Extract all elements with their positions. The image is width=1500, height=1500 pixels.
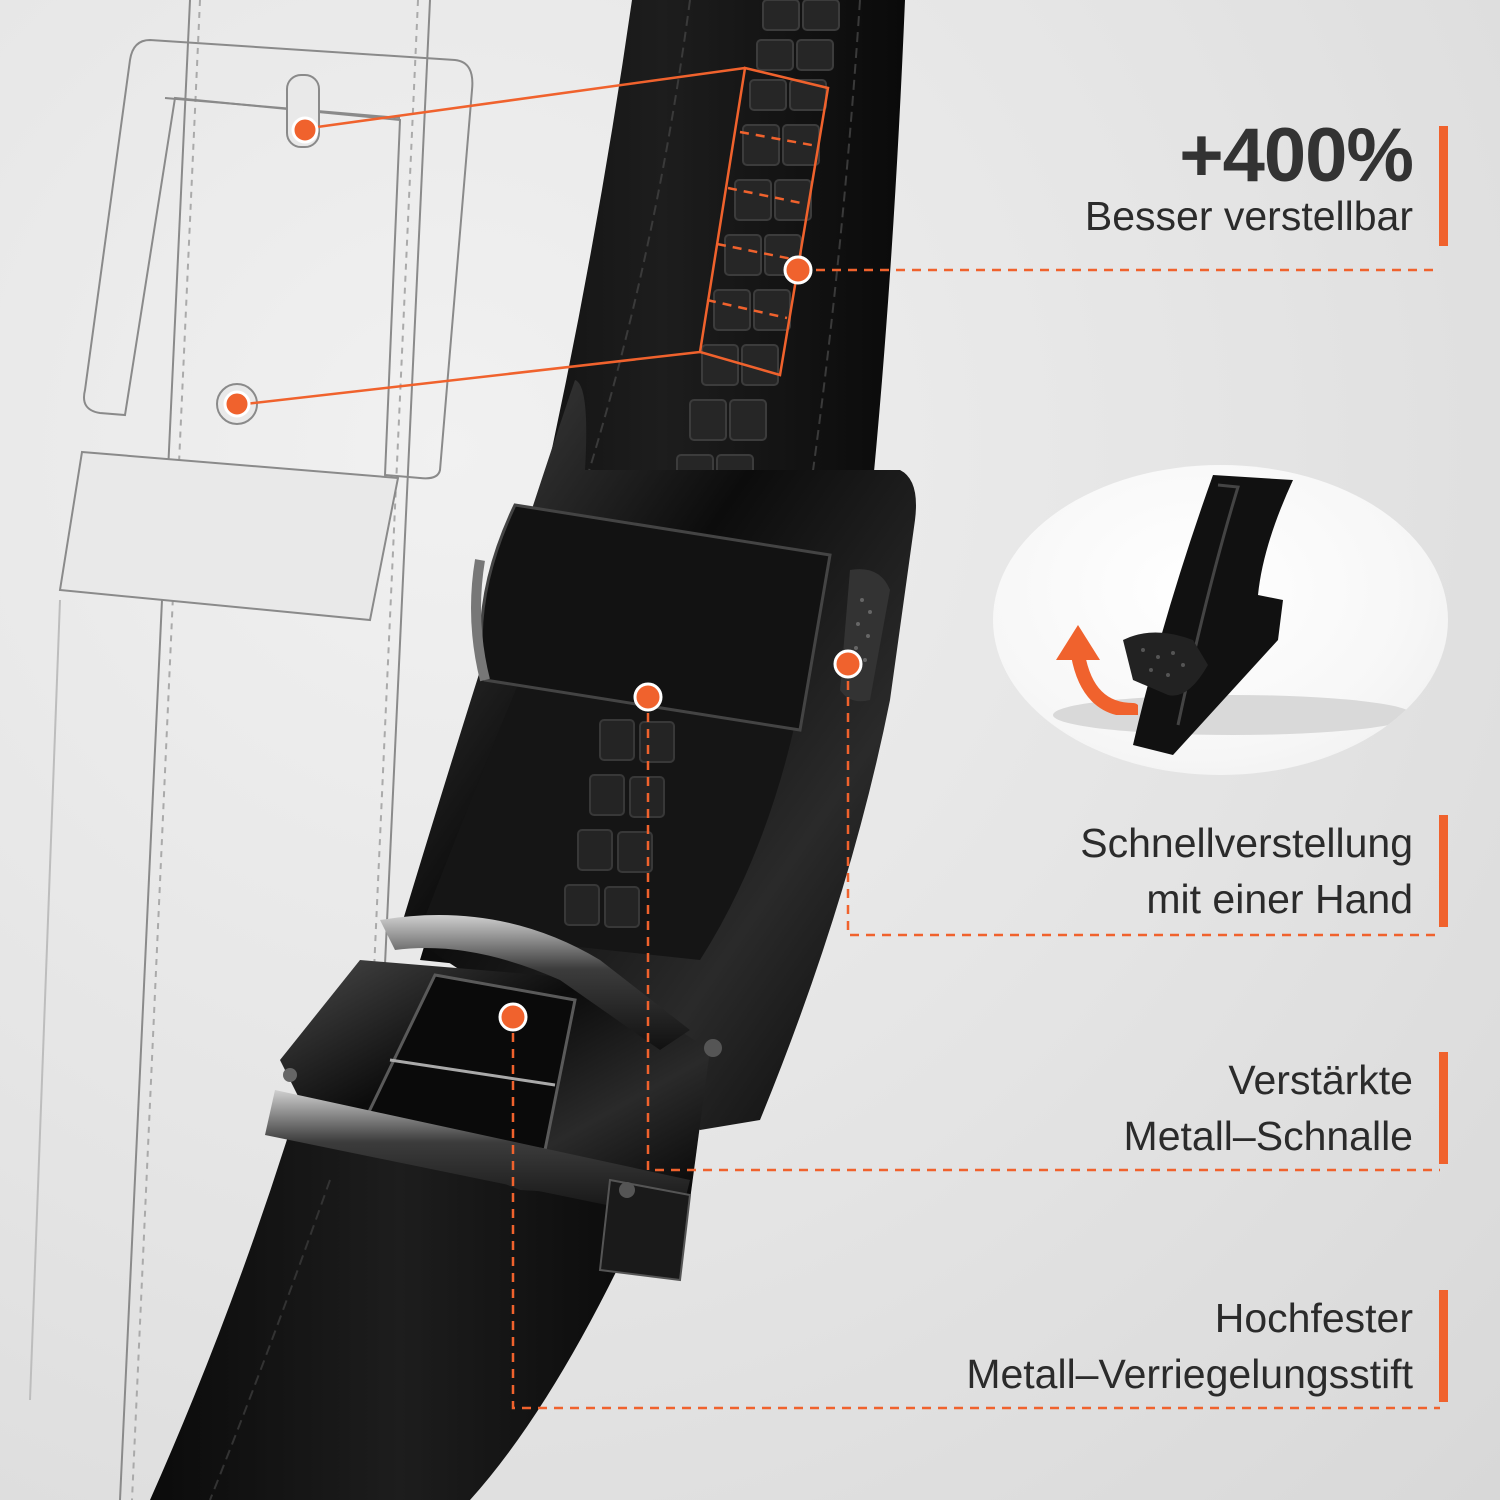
buckle-line2: Metall–Schnalle <box>1123 1113 1413 1159</box>
adjustability-value: +400% <box>1179 113 1414 198</box>
buckle-line1: Verstärkte <box>1228 1057 1413 1103</box>
curved-arrow-icon <box>1056 625 1138 715</box>
callout-adjustability: +400% Besser verstellbar <box>1084 113 1448 246</box>
quick-adjust-line1: Schnellverstellung <box>1080 820 1413 866</box>
quick-adjust-line2: mit einer Hand <box>1146 876 1413 922</box>
lever-inset-illustration <box>1053 475 1413 755</box>
lever-inset <box>993 465 1448 775</box>
pin-line1: Hochfester <box>1214 1295 1413 1341</box>
callout-quick-adjust: Schnellverstellung mit einer Hand <box>1080 815 1448 927</box>
callout-locking-pin: Hochfester Metall–Verriegelungsstift <box>966 1290 1448 1402</box>
callout-reinforced-buckle: Verstärkte Metall–Schnalle <box>1124 1052 1448 1164</box>
adjustability-text: Besser verstellbar <box>1084 193 1413 239</box>
pin-line2: Metall–Verriegelungsstift <box>966 1351 1413 1397</box>
